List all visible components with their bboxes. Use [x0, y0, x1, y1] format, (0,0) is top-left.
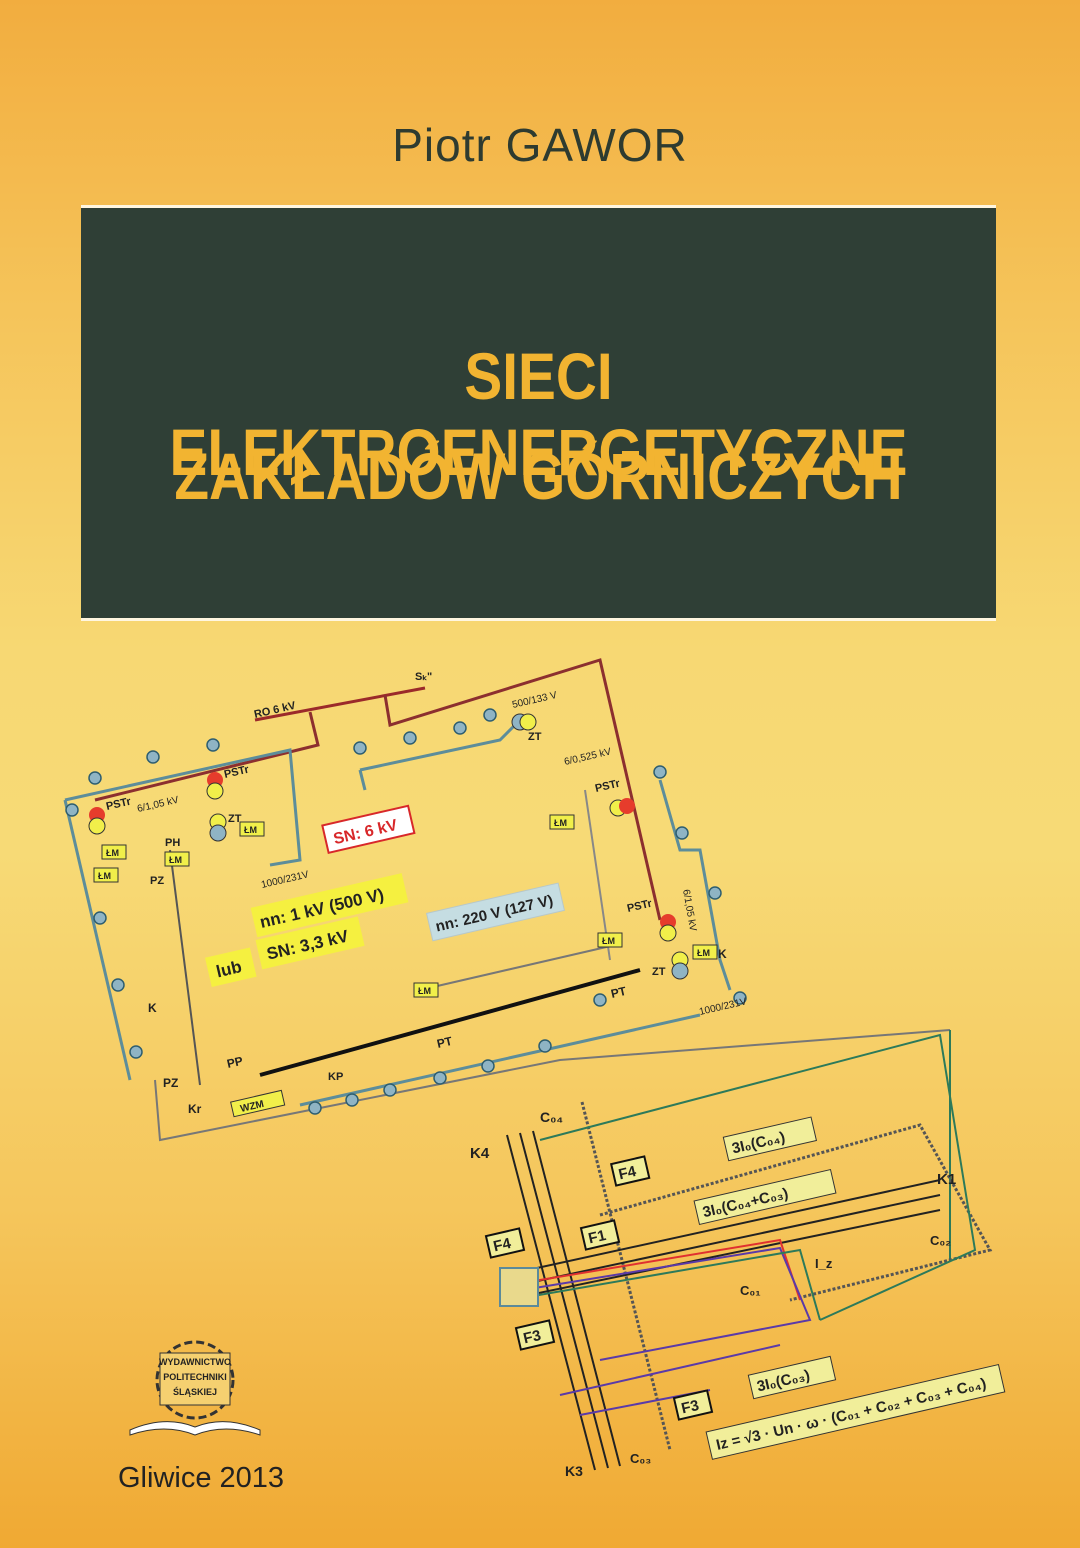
voltage-1000-231-label: 1000/231V — [698, 996, 748, 1018]
ph-label: PH — [165, 837, 180, 849]
lamp-icons — [65, 708, 747, 1115]
c04-label: C₀₄ — [540, 1109, 563, 1125]
k1-label: K1 — [937, 1171, 956, 1188]
title-line-1: SIECI ELEKTROENERGETYCZNE — [169, 339, 908, 489]
kr-label: Kr — [188, 1102, 202, 1116]
pstr-label: PSTr — [594, 777, 622, 794]
lm-label: ŁM — [98, 871, 111, 881]
voltage-6-105-label: 6/1,05 kV — [680, 889, 698, 933]
lm-label: ŁM — [697, 948, 710, 958]
zt-label: ZT — [228, 813, 242, 825]
pt-label: PT — [610, 984, 629, 1001]
kp-label: KP — [328, 1071, 343, 1083]
fault-diagram-lines — [499, 1033, 993, 1471]
k-label: K — [718, 947, 727, 961]
lm-label: ŁM — [106, 848, 119, 858]
f3-label: F3 — [680, 1397, 701, 1418]
zt-label: ZT — [652, 966, 666, 978]
pstr-label: PSTr — [626, 897, 654, 914]
title-line-2: ZAKŁADÓW GÓRNICZYCH — [174, 439, 903, 513]
network-lines — [63, 658, 951, 1260]
transformer-500-133-label: 500/133 V — [511, 690, 558, 711]
voltage-6-0525-label: 6/0,525 kV — [563, 746, 612, 768]
c01-label: C₀₁ — [740, 1283, 761, 1298]
lm-label: ŁM — [418, 986, 431, 996]
svg-text:POLITECHNIKI: POLITECHNIKI — [163, 1372, 227, 1382]
voltage-6-105-label: 6/1,05 kV — [136, 795, 180, 815]
c02-label: C₀₂ — [930, 1233, 951, 1248]
pp-label: PP — [226, 1054, 245, 1071]
voltage-1000-231-label: 1000/231V — [260, 869, 310, 891]
zt-label: ZT — [528, 731, 542, 743]
svg-text:WYDAWNICTWO: WYDAWNICTWO — [159, 1357, 231, 1367]
f1-label: F1 — [587, 1227, 608, 1248]
pstr-label: PSTr — [223, 763, 251, 780]
k-label: K — [148, 1001, 157, 1015]
lm-label: ŁM — [169, 855, 182, 865]
wzm-label: WZM — [239, 1099, 265, 1115]
k3-label: K3 — [565, 1463, 583, 1479]
f4-label: F4 — [492, 1235, 514, 1256]
pz-label: PZ — [163, 1076, 178, 1090]
lm-label: ŁM — [554, 818, 567, 828]
title-band: SIECI ELEKTROENERGETYCZNE ZAKŁADÓW GÓRNI… — [81, 205, 996, 621]
f3-label: F3 — [522, 1327, 543, 1348]
transformer-icons — [88, 713, 689, 980]
pstr-label: PSTr — [105, 795, 133, 812]
pt-label: PT — [436, 1034, 455, 1051]
author-name: Piotr GAWOR — [392, 119, 688, 171]
imprint-place-year: Gliwice 2013 — [118, 1462, 285, 1494]
publisher-logo: WYDAWNICTWO POLITECHNIKI ŚLĄSKIEJ — [129, 1340, 261, 1436]
lm-label: ŁM — [602, 936, 615, 946]
svg-text:ŚLĄSKIEJ: ŚLĄSKIEJ — [173, 1386, 217, 1397]
k4-label: K4 — [470, 1145, 490, 1162]
sk-label: Sₖ" — [415, 671, 432, 683]
lm-boxes: ŁM ŁM ŁM ŁM ŁM ŁM ŁM ŁM — [93, 814, 718, 998]
c03-label: C₀₃ — [630, 1451, 651, 1466]
pz-label: PZ — [150, 875, 164, 887]
lm-label: ŁM — [244, 825, 257, 835]
iz-label: I_z — [815, 1256, 833, 1271]
f4-label: F4 — [617, 1163, 639, 1184]
